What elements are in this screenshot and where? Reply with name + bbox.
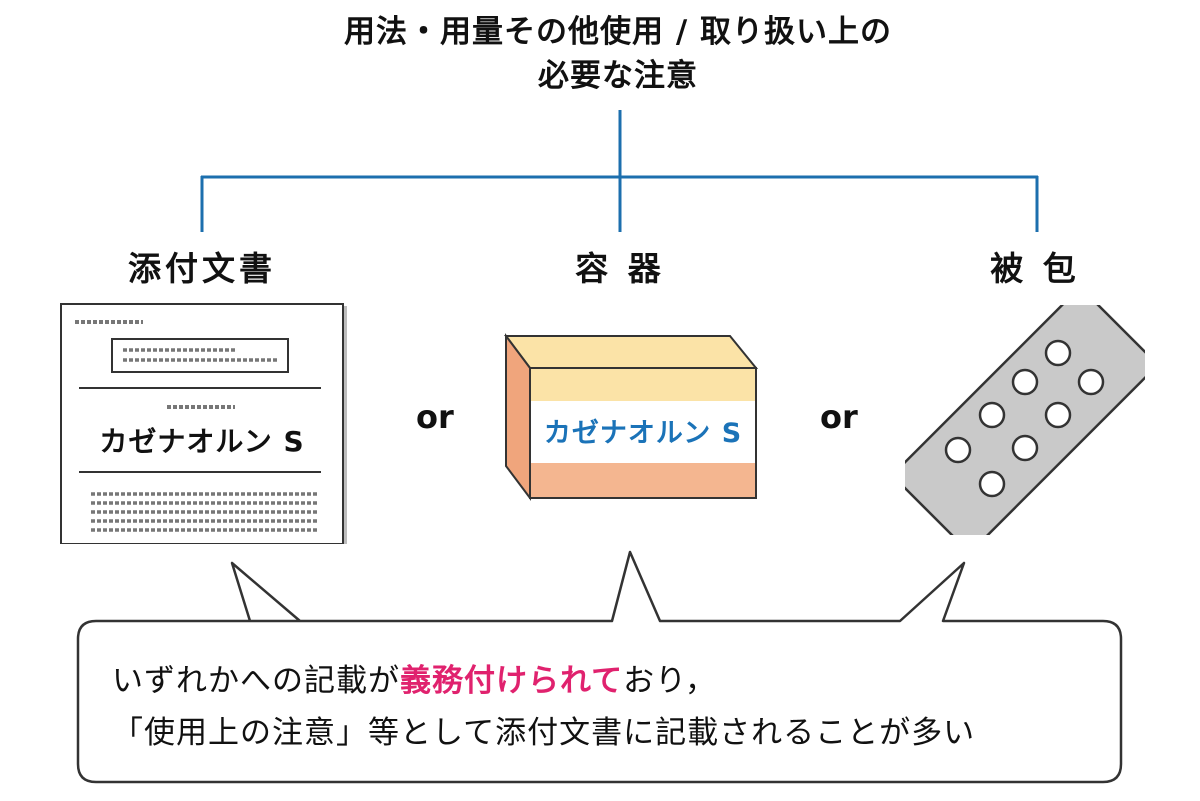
note-line-1-prefix: いずれかへの記載が [112,663,400,699]
title-line-1: 用法・用量その他使用 / 取り扱い上の [344,14,892,50]
note-text: いずれかへの記載が義務付けられており， 「使用上の注意」等として添付文書に記載さ… [112,655,975,759]
container-box-illustration [504,333,759,501]
pill [978,401,1006,429]
note-emphasis: 義務付けられて [400,663,624,699]
insert-product-name: カゼナオルン S [99,425,305,458]
blister-pack-illustration [905,305,1145,535]
note-line-1: いずれかへの記載が義務付けられており， [112,655,975,707]
or-label-2: or [820,398,858,436]
note-line-2: 「使用上の注意」等として添付文書に記載されることが多い [112,715,976,751]
pill [1044,339,1072,367]
insert-header-box [111,338,289,373]
pill [978,470,1006,498]
box-product-name: カゼナオルン S [543,418,743,449]
pill [1077,368,1105,396]
pill [1011,368,1039,396]
pill [1011,434,1039,462]
package-insert-illustration [55,303,355,550]
pill [1044,401,1072,429]
box-label-band [531,401,755,463]
or-label-1: or [416,398,454,436]
box-bottom-stripe [531,463,755,497]
heading-container: 容 器 [575,249,665,288]
diagram-title: 用法・用量その他使用 / 取り扱い上の 必要な注意 [0,10,1200,98]
pill [944,436,972,464]
note-line-1-suffix: おり， [623,663,717,699]
heading-package-insert: 添付文書 [128,249,276,288]
heading-wrapper: 被 包 [990,249,1080,288]
title-line-2: 必要な注意 [538,58,698,94]
